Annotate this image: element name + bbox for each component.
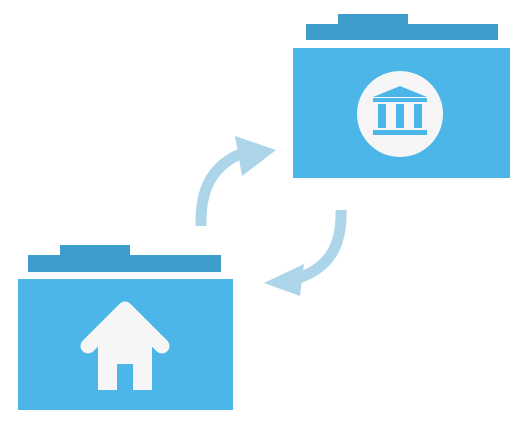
bank-folder-tab-bar (306, 24, 498, 40)
curved-arrow-down-icon (264, 209, 347, 296)
bank-folder-tab-top (338, 14, 408, 26)
home-folder-tab-top (60, 245, 130, 257)
bank-folder-icon (293, 14, 510, 178)
home-folder-tab-bar (28, 255, 221, 272)
home-folder-icon (18, 245, 233, 410)
bank-icon (373, 86, 427, 135)
home-icon (80, 301, 170, 390)
curved-arrow-up-icon (195, 136, 276, 227)
